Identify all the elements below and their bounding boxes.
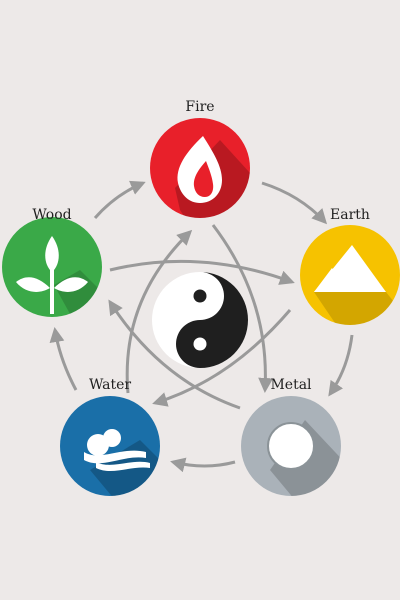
earth-element [300, 225, 400, 325]
sprout-icon [16, 236, 88, 314]
arrow-water-to-fire [125, 229, 193, 394]
arrow-fire-to-earth [261, 181, 328, 225]
arrow-earth-to-metal [328, 334, 354, 397]
arrow-metal-to-wood [108, 299, 241, 410]
arrow-water-to-wood [49, 327, 78, 391]
cloud-wave-icon [84, 429, 150, 471]
fire-element [150, 118, 250, 218]
metal-label: Metal [270, 377, 312, 393]
arrow-earth-to-water [152, 309, 292, 407]
arrow-wood-to-earth [109, 259, 295, 285]
arrow-fire-to-metal [211, 224, 274, 393]
yin-yang-icon [152, 272, 248, 368]
circle-icon [267, 422, 315, 470]
water-label: Water [88, 377, 132, 393]
mountain-icon [314, 245, 386, 292]
fire-label: Fire [185, 99, 215, 115]
metal-element [241, 396, 341, 496]
arrow-metal-to-water [170, 457, 236, 473]
wood-label: Wood [32, 207, 72, 223]
earth-label: Earth [330, 207, 370, 223]
flame-icon [177, 136, 222, 203]
wood-element [2, 217, 102, 317]
arrow-wood-to-fire [93, 180, 146, 219]
